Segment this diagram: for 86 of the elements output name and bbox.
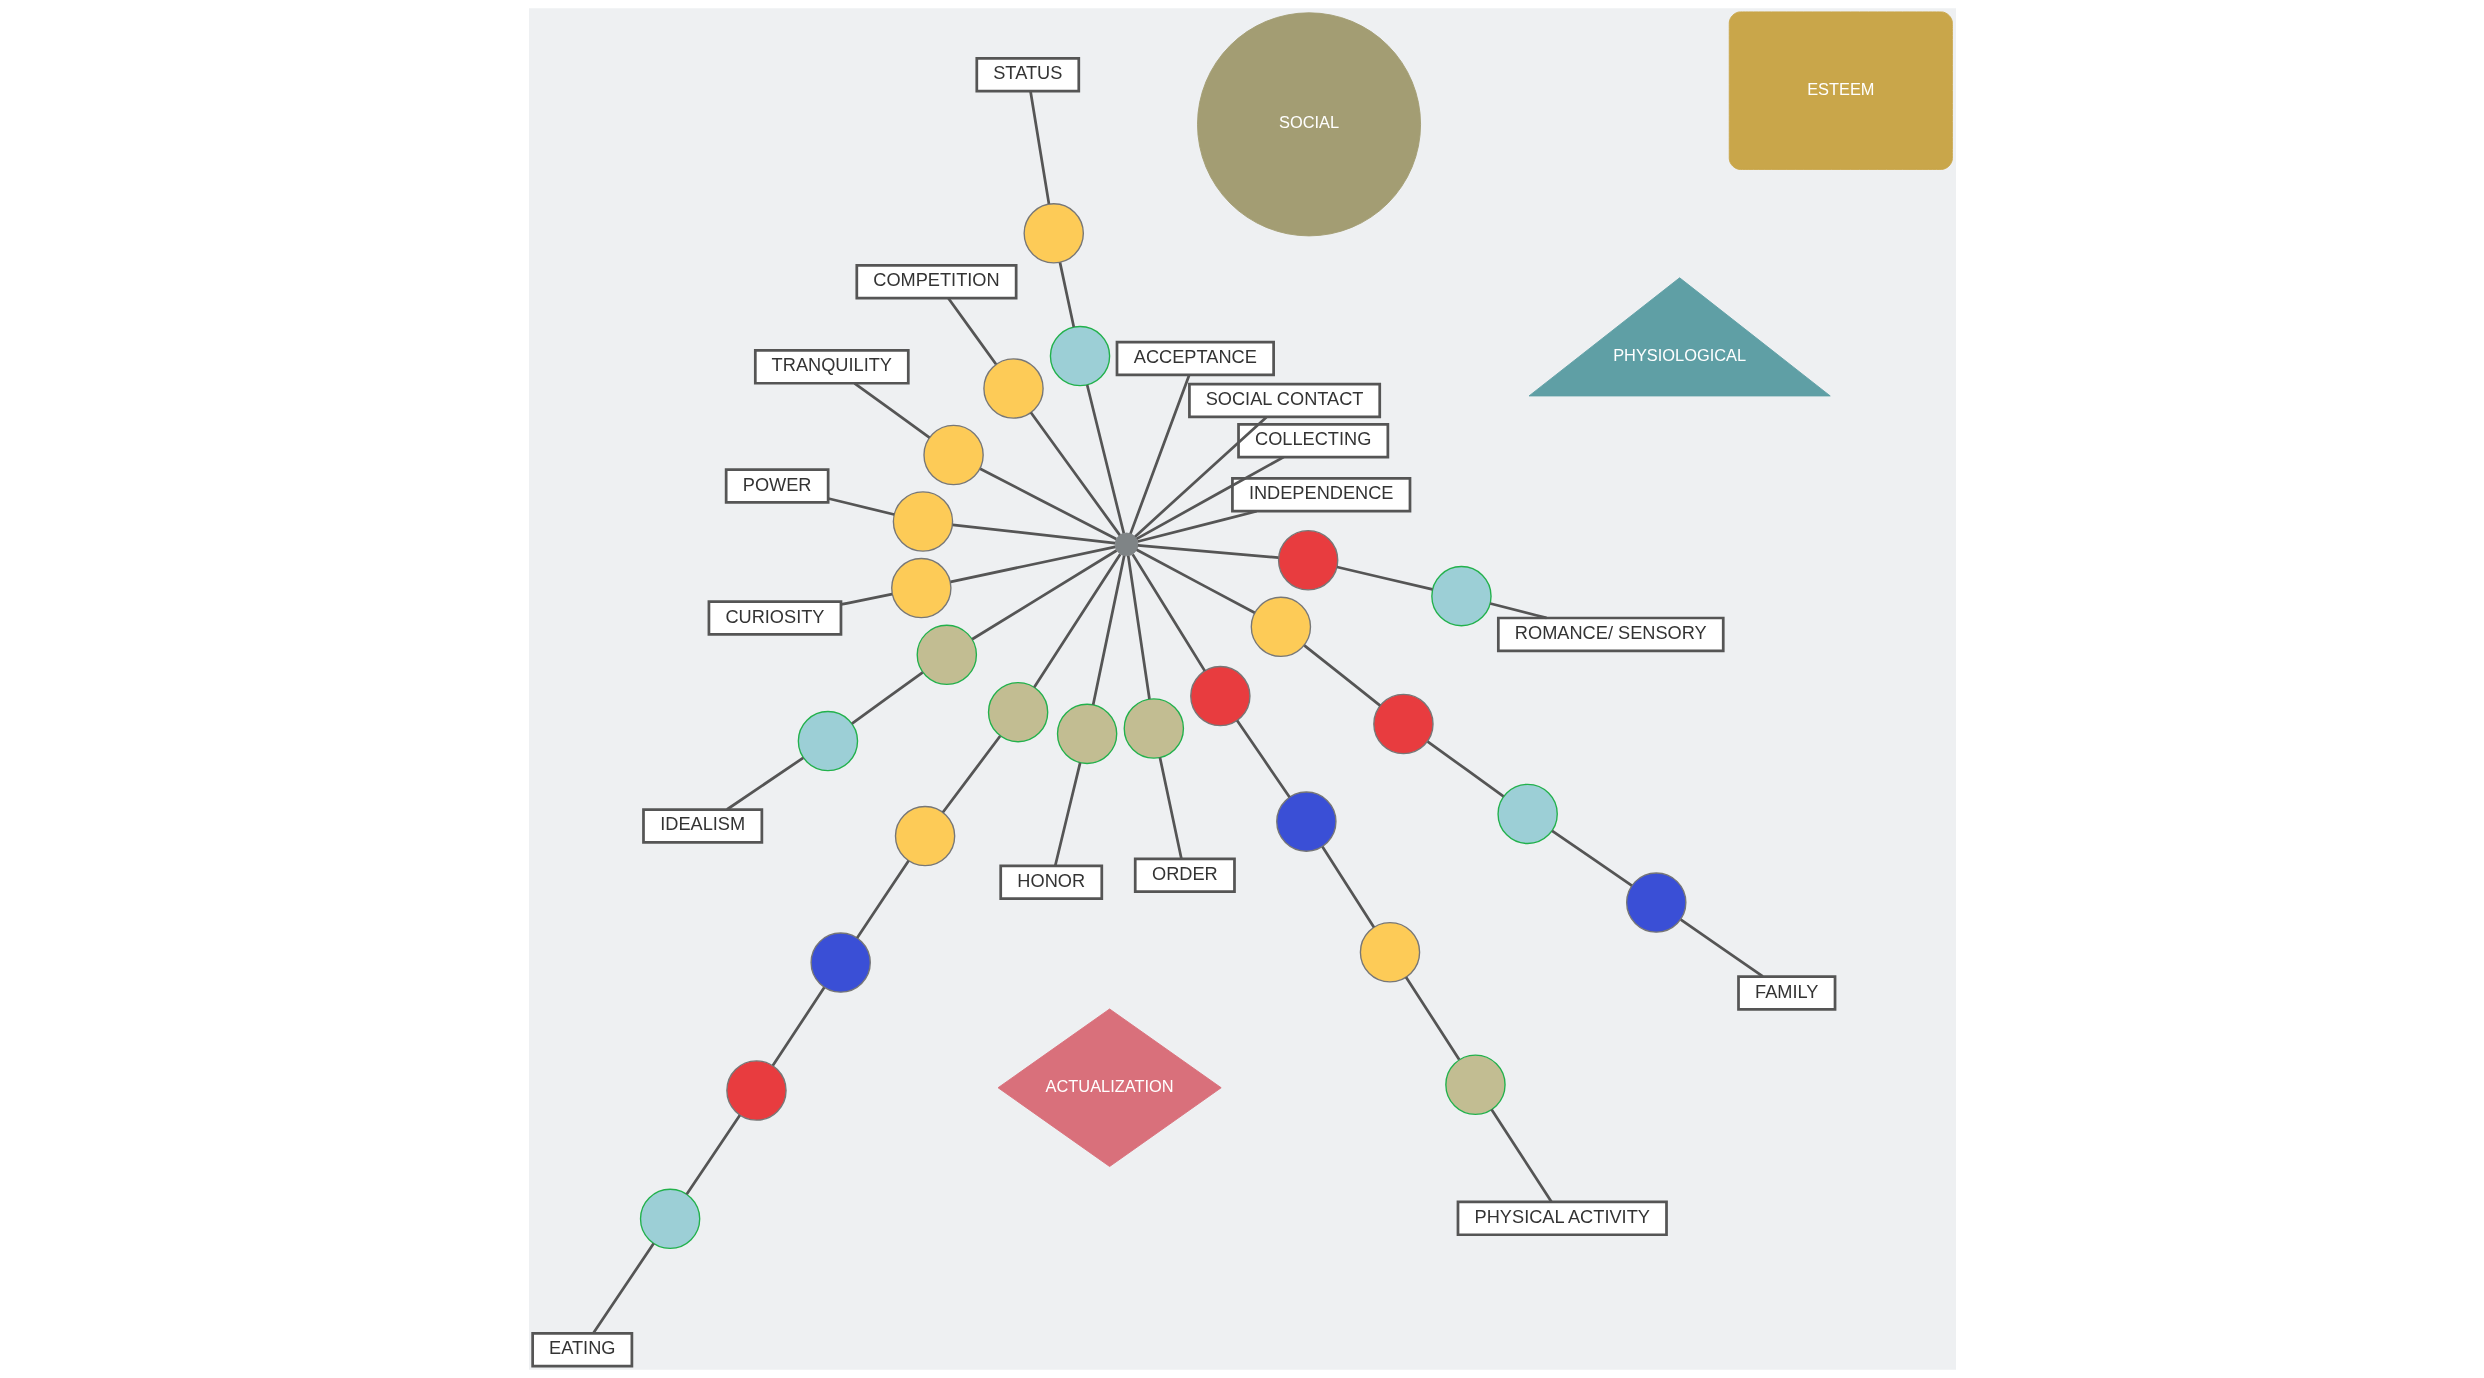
connector — [949, 545, 1115, 584]
node-circle — [1444, 1054, 1506, 1115]
connector — [1131, 553, 1206, 672]
node-circle — [982, 358, 1044, 419]
connector — [1336, 565, 1433, 591]
node-box: STATUS — [974, 56, 1080, 93]
connector — [771, 986, 825, 1067]
connector — [1053, 762, 1081, 867]
connector — [1550, 829, 1633, 887]
connector — [1058, 262, 1075, 328]
connector — [1235, 719, 1291, 798]
node-circle — [1277, 530, 1338, 591]
connector — [1133, 416, 1267, 538]
connector — [1137, 544, 1279, 560]
node-box: PHYSICAL ACTIVITY — [1456, 1200, 1668, 1237]
connector — [1135, 548, 1255, 615]
node-circle — [1123, 698, 1184, 759]
node-circle — [797, 710, 858, 772]
connector — [591, 1242, 655, 1334]
connector — [1679, 918, 1764, 978]
connector — [979, 467, 1117, 541]
connector — [685, 1114, 741, 1195]
node-box: POWER — [724, 468, 829, 504]
node-box: ORDER — [1133, 857, 1236, 893]
connector — [827, 497, 894, 516]
node-circle — [1056, 703, 1117, 765]
node-circle — [987, 681, 1048, 743]
node-box: CURIOSITY — [707, 600, 842, 636]
node-box: COLLECTING — [1236, 422, 1389, 459]
node-circle — [809, 932, 871, 993]
connector — [1320, 846, 1375, 928]
node-circle — [1022, 203, 1084, 264]
node-box: IDEALISM — [641, 808, 763, 844]
connector — [1126, 555, 1151, 700]
node-box: ESTEEM — [1728, 11, 1953, 170]
node-box: ROMANCE/ SENSORY — [1496, 616, 1725, 653]
connector — [1032, 553, 1121, 688]
node-box: HONOR — [998, 864, 1103, 900]
connector — [1085, 384, 1125, 534]
connector — [1135, 455, 1284, 541]
connector — [850, 671, 924, 725]
node-circle — [1625, 872, 1687, 933]
node-circle — [639, 1188, 700, 1250]
node-circle — [892, 491, 953, 552]
connector — [1426, 740, 1504, 798]
node-diamond: ACTUALIZATION — [997, 1008, 1222, 1167]
node-circle: SOCIAL — [1196, 12, 1421, 237]
node-circle — [1430, 565, 1492, 627]
connector — [1302, 644, 1381, 707]
node-box: INDEPENDENCE — [1230, 477, 1411, 513]
connector — [840, 592, 892, 606]
connector — [941, 735, 1001, 814]
node-circle — [1496, 783, 1558, 845]
connector — [725, 756, 804, 811]
connector — [1028, 91, 1050, 205]
node-box: TRANQUILITY — [753, 349, 910, 385]
node-circle — [916, 624, 977, 686]
connector — [855, 860, 910, 939]
node-circle — [725, 1060, 787, 1121]
node-circle — [1372, 693, 1434, 755]
connector — [1489, 602, 1547, 620]
node-box: FAMILY — [1736, 975, 1836, 1011]
node-circle — [1250, 596, 1311, 658]
connector — [1128, 374, 1190, 535]
node-circle — [890, 557, 952, 619]
node-box: COMPETITION — [854, 264, 1017, 300]
node-circle — [1275, 791, 1337, 852]
connector — [1158, 757, 1183, 859]
connector — [1404, 976, 1460, 1061]
connector — [1137, 509, 1257, 543]
node-circle — [1049, 325, 1110, 387]
connector — [1029, 411, 1121, 536]
node-circle — [922, 424, 984, 486]
node-box: ACCEPTANCE — [1115, 340, 1275, 377]
connector — [946, 297, 997, 366]
node-circle — [1114, 532, 1138, 557]
node-circle — [1359, 922, 1420, 983]
connector — [1489, 1108, 1553, 1203]
connector — [853, 382, 930, 439]
node-circle — [1189, 665, 1251, 727]
node-circle — [894, 805, 955, 867]
connector — [1091, 555, 1126, 705]
node-box: EATING — [530, 1331, 633, 1368]
node-box: SOCIAL CONTACT — [1187, 382, 1381, 419]
connector — [970, 549, 1117, 641]
connector — [952, 523, 1115, 545]
